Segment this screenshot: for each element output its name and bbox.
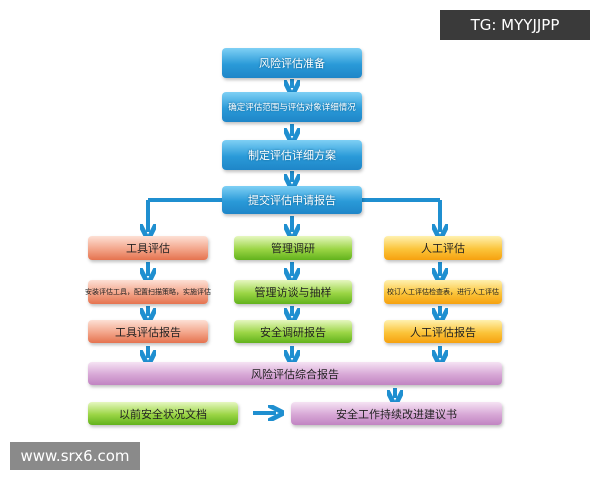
risk-summary-report: 风险评估综合报告 <box>88 362 502 385</box>
step-risk-preparation: 风险评估准备 <box>222 48 362 78</box>
previous-security-docs: 以前安全状况文档 <box>88 402 238 425</box>
step-define-scope: 确定评估范围与评估对象详细情况 <box>222 92 362 122</box>
tool-report: 工具评估报告 <box>88 320 208 343</box>
management-survey: 管理调研 <box>234 236 352 260</box>
tool-assessment: 工具评估 <box>88 236 208 260</box>
improvement-proposal: 安全工作持续改进建议书 <box>291 402 502 425</box>
step-detailed-plan: 制定评估详细方案 <box>222 140 362 170</box>
manual-report: 人工评估报告 <box>384 320 502 343</box>
manual-checklist: 校订人工评估检查表，进行人工评估 <box>384 280 502 304</box>
watermark-bottom-left: www.srx6.com <box>10 442 140 470</box>
tool-install-scan: 安装评估工具，配置扫描策略，实施评估 <box>85 280 211 304</box>
security-survey-report: 安全调研报告 <box>234 320 352 343</box>
watermark-top-right: TG: MYYJJPP <box>440 10 590 40</box>
management-interview: 管理访谈与抽样 <box>234 280 352 304</box>
manual-assessment: 人工评估 <box>384 236 502 260</box>
step-submit-application: 提交评估申请报告 <box>222 186 362 214</box>
